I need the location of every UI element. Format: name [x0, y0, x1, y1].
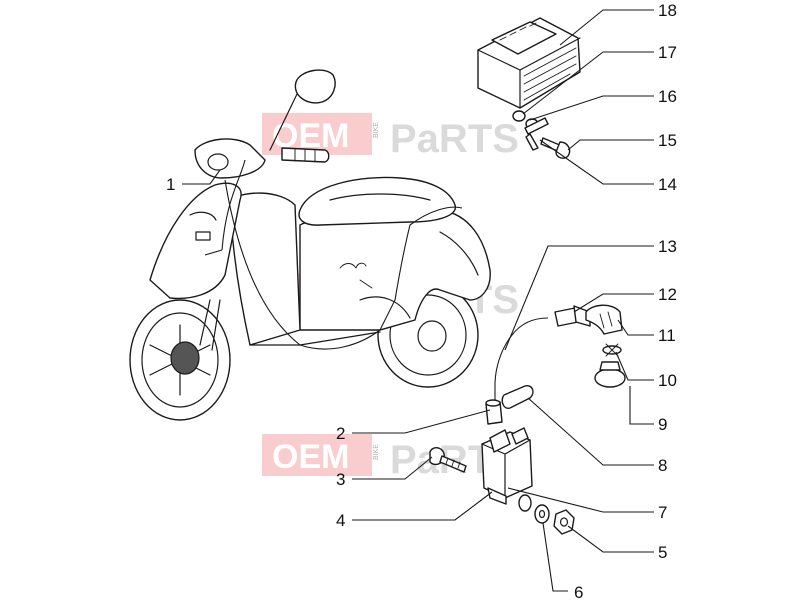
callout-10: 10 — [658, 371, 677, 390]
svg-text:OEM: OEM — [272, 438, 349, 476]
spark-plug-washer — [602, 343, 622, 357]
ht-lead — [494, 317, 549, 405]
leader-lines — [182, 9, 654, 592]
mirror — [294, 69, 336, 104]
callout-11: 11 — [658, 326, 676, 345]
regulator-hardware — [512, 110, 549, 151]
headset — [194, 138, 266, 179]
suppressor-cap — [594, 361, 626, 388]
coil-nut — [553, 509, 575, 535]
callout-4: 4 — [336, 511, 345, 530]
callout-13: 13 — [658, 237, 677, 256]
coil-washer — [518, 494, 550, 524]
coil-screw — [429, 447, 467, 473]
coil-connector — [485, 399, 503, 425]
spark-plug-cap — [554, 304, 623, 335]
leg-shield — [229, 192, 301, 346]
watermark-top: OEM BIKE PaRTS — [262, 113, 519, 161]
front-wheel — [129, 299, 231, 421]
callout-7: 7 — [658, 503, 667, 522]
regulator-bolt — [540, 137, 571, 159]
voltage-regulator — [477, 17, 581, 109]
callout-12: 12 — [658, 285, 677, 304]
svg-text:BIKE: BIKE — [373, 444, 380, 460]
callout-14: 14 — [658, 175, 677, 194]
callout-5: 5 — [658, 543, 667, 562]
callout-15: 15 — [658, 131, 677, 150]
watermark-bottom: OEM BIKE PaRTS — [262, 434, 519, 482]
wiring-harness — [204, 159, 463, 350]
callout-17: 17 — [658, 43, 677, 62]
callout-8: 8 — [658, 456, 667, 475]
seat — [298, 176, 456, 226]
callout-16: 16 — [658, 87, 677, 106]
callout-6: 6 — [574, 583, 583, 602]
callout-1: 1 — [166, 175, 175, 194]
svg-text:PaRTS: PaRTS — [390, 117, 519, 161]
scooter-illustration — [129, 69, 491, 421]
callout-3: 3 — [336, 470, 345, 489]
svg-text:BIKE: BIKE — [373, 122, 380, 138]
callout-18: 18 — [658, 1, 677, 20]
ignition-coil — [481, 427, 533, 505]
callout-2: 2 — [336, 424, 345, 443]
callout-9: 9 — [658, 415, 667, 434]
callout-numbers: 1 2 3 4 5 6 7 8 9 10 11 12 13 14 15 16 1… — [166, 1, 677, 602]
rubber-boot — [501, 385, 534, 409]
front-panel — [149, 182, 242, 300]
